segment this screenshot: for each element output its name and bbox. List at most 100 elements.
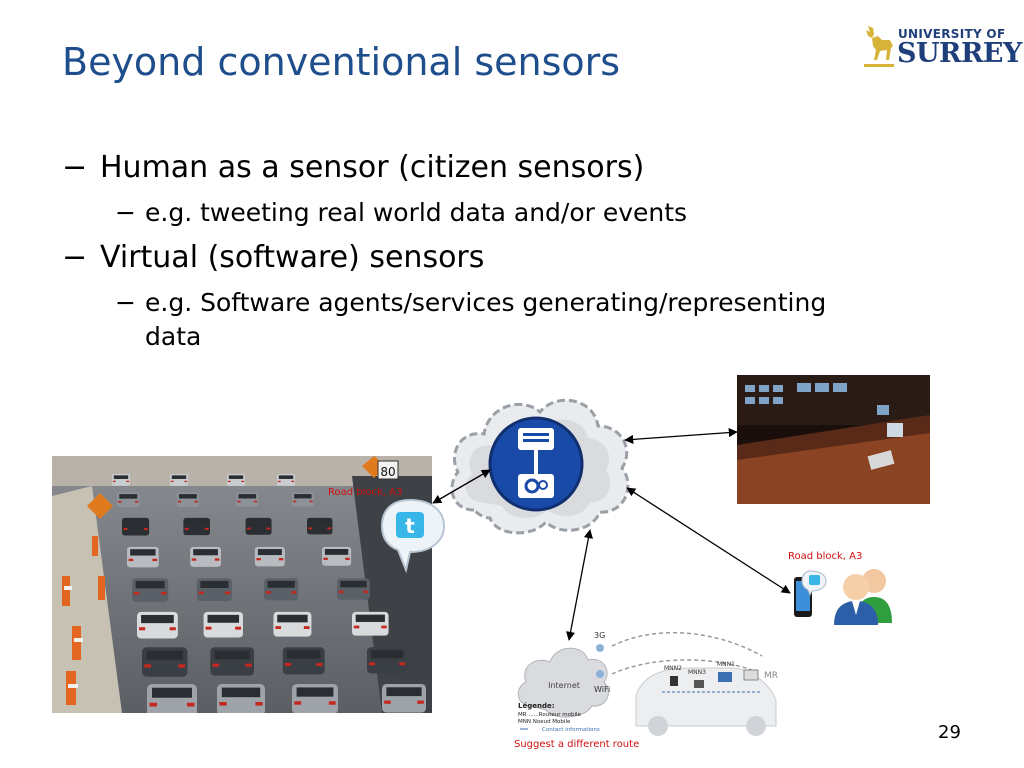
logo-university-of: UNIVERSITY OF xyxy=(898,27,1006,41)
traffic-car-taillight xyxy=(135,500,139,503)
label-mr: MR xyxy=(764,671,778,681)
traffic-car-window xyxy=(130,549,156,556)
traffic-car-taillight xyxy=(224,591,231,595)
traffic-car-window xyxy=(152,687,192,698)
traffic-car-taillight xyxy=(118,500,122,503)
traffic-car-taillight xyxy=(235,626,242,630)
traffic-car-taillight xyxy=(255,702,263,706)
traffic-car-taillight xyxy=(139,627,146,631)
traffic-car-taillight xyxy=(169,627,176,631)
sub-bullet-1-text: e.g. tweeting real world data and/or eve… xyxy=(145,198,688,227)
traffic-car-taillight xyxy=(152,558,158,562)
traffic-car-taillight xyxy=(275,626,282,629)
traffic-car-taillight xyxy=(241,480,245,483)
people-with-phone-icon xyxy=(794,569,892,625)
traffic-car-window xyxy=(340,580,367,588)
traffic-car-window xyxy=(257,549,282,556)
traffic-car-taillight xyxy=(144,664,152,668)
traffic-car-taillight xyxy=(303,626,310,629)
traffic-car-window xyxy=(221,687,261,698)
svg-text:t: t xyxy=(405,514,415,538)
traffic-car-taillight xyxy=(284,662,292,667)
control-room-photo xyxy=(737,375,930,504)
speed-sign-text: 80 xyxy=(380,465,395,479)
legend-contact: Contact informations xyxy=(542,727,600,733)
cloud-hub-icon xyxy=(450,398,630,535)
traffic-car-taillight xyxy=(308,527,313,530)
label-3g: 3G xyxy=(594,631,605,640)
traffic-car-window xyxy=(146,650,183,660)
traffic-car-window xyxy=(386,687,422,697)
traffic-car-taillight xyxy=(277,480,281,483)
traffic-car-taillight xyxy=(316,662,323,667)
traffic-car-taillight xyxy=(149,702,157,707)
mobile-network-diagram: Internet 3G WiFi MNN2 MNN3 MNN1 MR Légen… xyxy=(517,631,778,736)
traffic-car-taillight xyxy=(338,590,344,594)
traffic-car-taillight xyxy=(219,702,227,706)
traffic-car-window xyxy=(200,580,229,588)
traffic-car-window xyxy=(238,494,257,499)
traffic-car-taillight xyxy=(293,500,297,503)
traffic-car-window xyxy=(207,614,240,623)
sub-bullet-2-text: e.g. Software agents/services generating… xyxy=(145,288,827,317)
traffic-car-taillight xyxy=(323,557,328,560)
traffic-car-taillight xyxy=(126,480,130,483)
traffic-car-taillight xyxy=(112,480,116,483)
logo-surrey: SURREY xyxy=(897,38,1022,69)
traffic-car-window xyxy=(324,549,349,555)
traffic-car-window xyxy=(214,650,250,660)
traffic-car-taillight xyxy=(184,527,189,530)
label-mnn3: MNN3 xyxy=(688,669,706,676)
traffic-car-window xyxy=(113,475,129,479)
stag-logo-icon xyxy=(864,26,894,67)
traffic-car-taillight xyxy=(265,591,271,594)
traffic-car-window xyxy=(141,614,174,624)
bullet-1: −Human as a sensor (citizen sensors) xyxy=(62,150,645,185)
road-block-label-people: Road block, A3 xyxy=(788,551,863,562)
traffic-car-window xyxy=(286,650,321,659)
traffic-car-window xyxy=(278,475,294,479)
page-number: 29 xyxy=(938,722,961,743)
traffic-car-taillight xyxy=(384,700,391,704)
traffic-car-taillight xyxy=(381,625,387,629)
sub-bullet-1: −e.g. tweeting real world data and/or ev… xyxy=(115,198,688,227)
traffic-car-window xyxy=(248,519,269,526)
traffic-car-taillight xyxy=(246,527,251,530)
traffic-car-window xyxy=(355,614,385,622)
traffic-car-taillight xyxy=(214,558,220,561)
traffic-car-taillight xyxy=(369,662,376,666)
legend-mnn: MNN Noeud Mobile xyxy=(518,719,571,725)
traffic-car-taillight xyxy=(204,527,209,530)
traffic-car-window xyxy=(171,475,187,479)
traffic-car-taillight xyxy=(177,500,182,503)
suggest-route-label: Suggest a different route xyxy=(514,739,640,750)
traffic-car-window xyxy=(186,519,208,526)
traffic-car-window xyxy=(267,580,295,588)
traffic-car-taillight xyxy=(133,591,140,595)
traffic-car-taillight xyxy=(353,625,360,629)
traffic-car-taillight xyxy=(205,626,212,630)
traffic-car-taillight xyxy=(194,500,198,503)
bullet-2: −Virtual (software) sensors xyxy=(62,240,485,275)
traffic-car-window xyxy=(193,549,218,556)
traffic-car-window xyxy=(294,494,312,499)
traffic-car-taillight xyxy=(363,590,369,594)
bullet-1-text: Human as a sensor (citizen sensors) xyxy=(100,150,645,185)
traffic-car-taillight xyxy=(417,700,424,704)
sub-bullet-2-continuation: data xyxy=(145,322,202,351)
bullet-2-text: Virtual (software) sensors xyxy=(100,240,485,275)
traffic-car-window xyxy=(135,581,165,589)
label-mnn2: MNN2 xyxy=(664,665,682,672)
traffic-car-taillight xyxy=(327,527,332,530)
traffic-car-taillight xyxy=(191,558,197,561)
traffic-car-taillight xyxy=(291,480,295,483)
traffic-car-taillight xyxy=(399,662,406,666)
traffic-car-window xyxy=(309,519,330,525)
traffic-car-window xyxy=(178,494,197,499)
traffic-car-taillight xyxy=(170,480,174,483)
traffic-car-taillight xyxy=(245,663,252,667)
traffic-car-window xyxy=(228,475,244,479)
traffic-car-window xyxy=(371,650,404,659)
twitter-bubble-icon: t xyxy=(380,498,446,574)
